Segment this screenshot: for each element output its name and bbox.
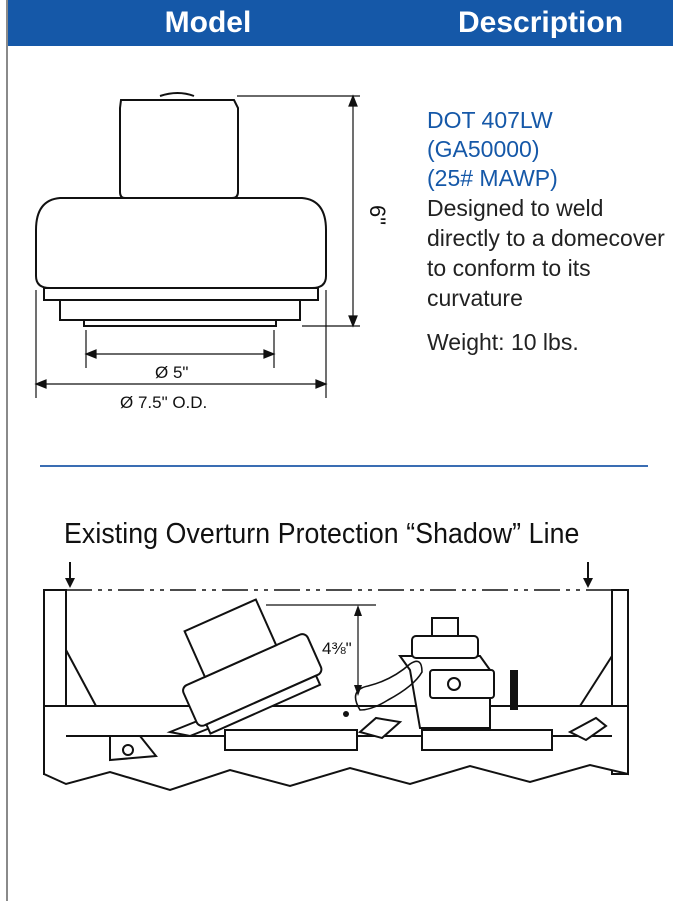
shadow-line-title: Existing Overturn Protection “Shadow” Li… — [64, 518, 580, 550]
model-number: DOT 407LW — [427, 107, 553, 133]
model-pressure-rating: (25# MAWP) — [427, 165, 558, 191]
description-column-header: Description — [457, 6, 624, 39]
installation-drawing: 4⅜" — [43, 562, 629, 792]
description-text: Designed to weld directly to a domecover… — [427, 195, 665, 311]
model-column-header: Model — [164, 6, 252, 39]
section-divider — [40, 465, 648, 467]
inner-diameter-label: Ø 5" — [155, 363, 188, 382]
model-description: DOT 407LW (GA50000) (25# MAWP) Designed … — [427, 106, 667, 357]
clearance-dimension-label: 4⅜" — [322, 639, 352, 658]
outer-diameter-label: Ø 7.5" O.D. — [120, 393, 207, 412]
weight-text: Weight: 10 lbs. — [427, 329, 579, 355]
left-margin-rule — [6, 0, 8, 901]
model-part-number: (GA50000) — [427, 136, 540, 162]
model-drawing: 6" Ø 5" Ø 7.5" O.D. — [34, 92, 390, 412]
table-header: Model Description — [8, 0, 673, 46]
height-dimension-label: 6" — [365, 205, 390, 225]
